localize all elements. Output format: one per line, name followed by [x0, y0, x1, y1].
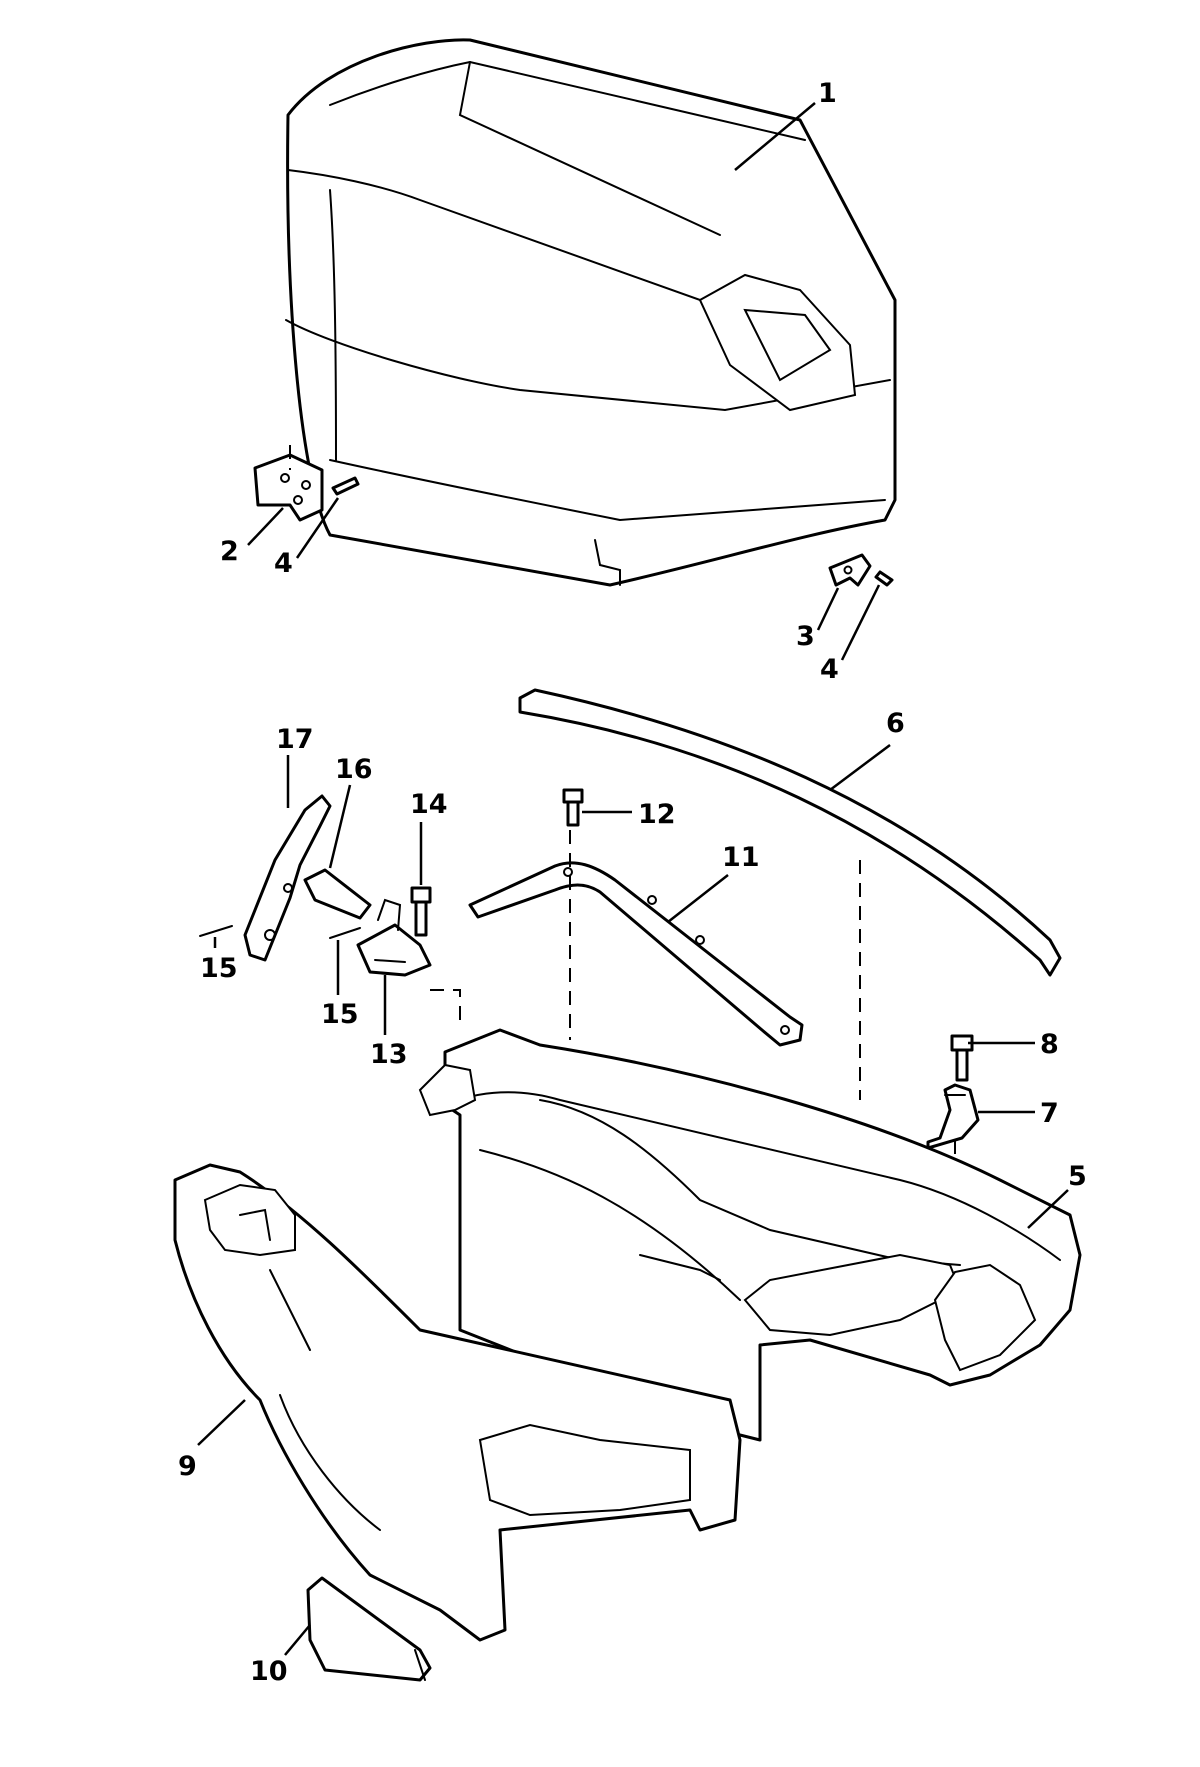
- leader-4b: [840, 584, 881, 661]
- callout-labels: 1 2 4 3 4 6 17 16 14 12 11 15 15 13 8 7 …: [178, 78, 1087, 1687]
- part-5-lower-cowl-right: [418, 1028, 1082, 1442]
- dashed-line-hinge-to-pan: [430, 989, 461, 1025]
- callout-4b: 4: [820, 654, 839, 685]
- leader-9: [197, 1399, 246, 1446]
- callout-4a: 4: [274, 548, 293, 579]
- part-7-clip: [926, 1083, 980, 1150]
- part-10-cover-plate: [306, 1576, 432, 1682]
- leader-3: [816, 587, 840, 631]
- leader-2: [247, 507, 284, 546]
- callout-8: 8: [1040, 1029, 1059, 1060]
- leader-4a: [295, 497, 340, 559]
- leader-lines: [197, 102, 1069, 1656]
- part-9-lower-cowl-left: [173, 1163, 742, 1642]
- part-1-top-cowl: [285, 38, 897, 587]
- callout-14: 14: [410, 789, 448, 820]
- callout-12: 12: [638, 799, 676, 830]
- callout-1: 1: [818, 78, 837, 109]
- callout-2: 2: [220, 536, 239, 567]
- leader-6: [829, 744, 891, 791]
- part-3-latch: [828, 553, 872, 587]
- leader-5: [1027, 1189, 1069, 1229]
- part-4-screw-lower: [874, 570, 894, 587]
- callout-15a: 15: [200, 953, 238, 984]
- callout-17: 17: [276, 724, 314, 755]
- callout-3: 3: [796, 621, 815, 652]
- part-12-bolt: [562, 788, 584, 827]
- callout-6: 6: [886, 708, 905, 739]
- part-15-pin-right: [329, 927, 361, 939]
- part-16-link: [303, 868, 372, 920]
- part-4-screw-upper: [331, 476, 360, 496]
- leader-16: [328, 784, 352, 869]
- callout-10: 10: [250, 1656, 288, 1687]
- part-11-bracket: [468, 861, 804, 1047]
- leader-1: [734, 102, 816, 171]
- part-17-lever-bracket: [243, 794, 332, 962]
- leader-11: [667, 874, 729, 923]
- part-14-bolt: [410, 886, 432, 937]
- callout-11: 11: [722, 842, 760, 873]
- callout-16: 16: [335, 754, 373, 785]
- part-13-hinge-bracket: [356, 898, 432, 977]
- part-2-latch-plate: [253, 453, 324, 522]
- callout-9: 9: [178, 1451, 197, 1482]
- callout-5: 5: [1068, 1161, 1087, 1192]
- part-15-pin-left: [199, 925, 233, 937]
- leader-10: [284, 1624, 311, 1656]
- callout-7: 7: [1040, 1098, 1059, 1129]
- part-6-seal-strip: [518, 688, 1062, 977]
- callout-13: 13: [370, 1039, 408, 1070]
- part-8-bolt: [950, 1034, 974, 1082]
- callout-15b: 15: [321, 999, 359, 1030]
